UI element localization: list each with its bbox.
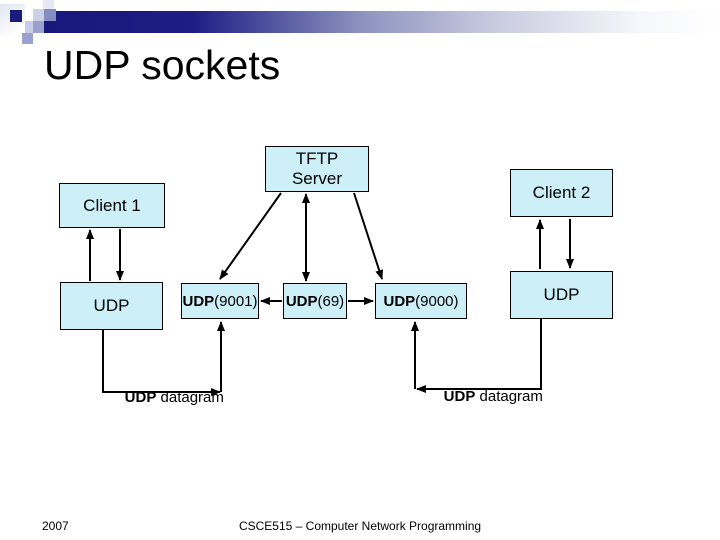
udp-port-9001-box: UDP(9001) [181, 283, 259, 319]
udp-datagram-right-bold: UDP [443, 388, 476, 405]
udp-datagram-left-bold: UDP [124, 389, 157, 406]
udp-right-box: UDP [510, 271, 613, 319]
client1-label: Client 1 [83, 195, 141, 215]
client1-box: Client 1 [59, 183, 165, 228]
client2-label: Client 2 [532, 183, 591, 202]
udp-left-label: UDP [93, 296, 130, 315]
deco-square [33, 21, 44, 33]
udp-port-9001-number: (9001) [214, 292, 258, 310]
deco-square [25, 21, 33, 33]
udp-left-box: UDP [60, 282, 163, 330]
udp-datagram-label-right: UDP datagram [427, 371, 543, 422]
header-gradient-bar [44, 11, 720, 33]
client2-box: Client 2 [510, 169, 613, 217]
udp-port-9000-box: UDP(9000) [375, 283, 467, 319]
udp-port-69-number: (69) [317, 292, 345, 310]
udp-port-69-box: UDP(69) [283, 283, 347, 319]
udp-port-69-proto: UDP [285, 292, 318, 310]
udp-port-9000-proto: UDP [383, 292, 416, 310]
udp-right-label: UDP [543, 285, 580, 304]
udp-port-9000-number: (9000) [415, 292, 459, 310]
arrow-server-to-udp9001 [219, 192, 282, 280]
footer-year: 2007 [42, 519, 69, 533]
tftp-server-box: TFTP Server [265, 146, 369, 192]
deco-navy-square [10, 10, 22, 22]
deco-square [44, 9, 56, 21]
deco-square [33, 9, 44, 21]
deco-square [22, 33, 33, 44]
tftp-server-line1: TFTP [295, 149, 339, 168]
arrow-server-to-udp9000 [353, 192, 384, 280]
udp-datagram-left-rest: datagram [156, 389, 224, 406]
udp-datagram-right-rest: datagram [475, 388, 543, 405]
deco-square [43, 0, 54, 9]
udp-datagram-label-left: UDP datagram [108, 372, 224, 423]
footer-course-title: CSCE515 – Computer Network Programming [238, 519, 482, 533]
udp-port-9001-proto: UDP [182, 292, 215, 310]
tftp-server-line2: Server [291, 169, 343, 188]
slide-title: UDP sockets [44, 42, 281, 88]
